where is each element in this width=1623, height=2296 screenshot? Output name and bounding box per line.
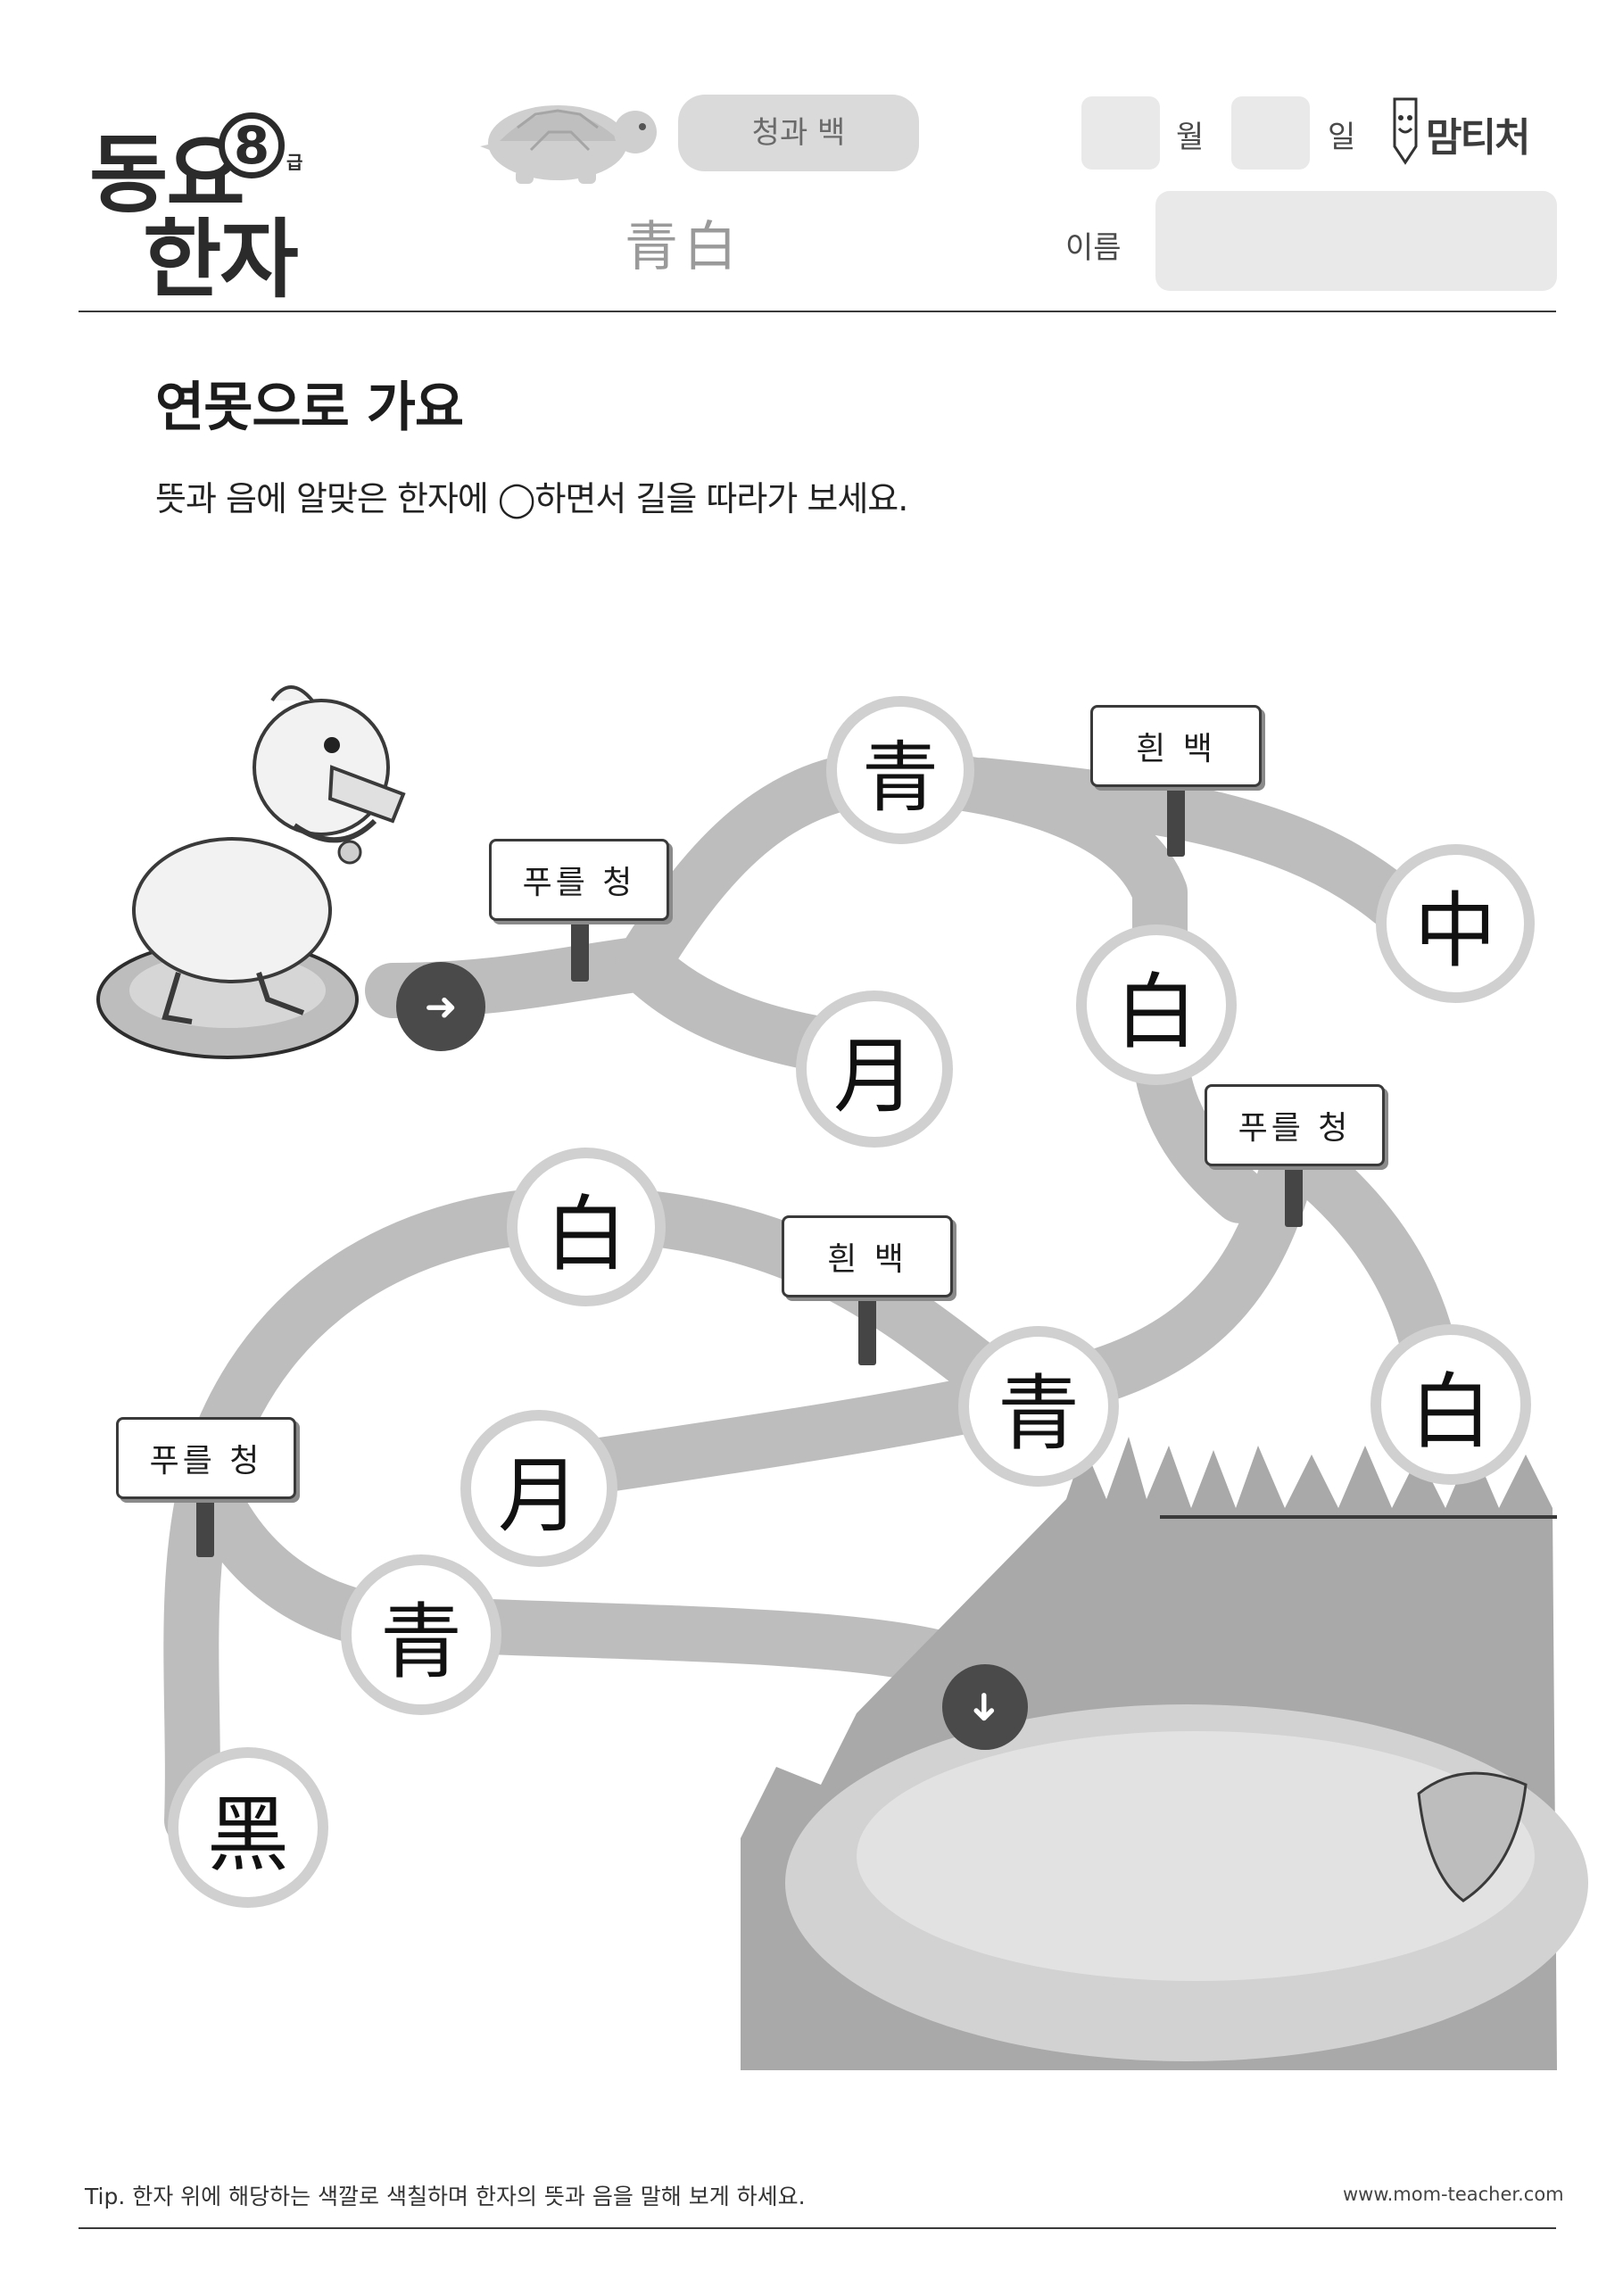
lesson-title-pill: 청과 백	[678, 95, 919, 171]
signpost-4: 흰 백	[782, 1215, 953, 1297]
hanja-node-8[interactable]: 月	[460, 1410, 617, 1567]
lesson-hanja: 青白	[625, 216, 742, 278]
hanja-node-2[interactable]: 月	[796, 991, 953, 1148]
grade-suffix: 급	[286, 152, 303, 173]
header-divider	[79, 311, 1556, 312]
hanja-node-9[interactable]: 青	[341, 1554, 501, 1715]
sign-post-3	[1285, 1160, 1303, 1227]
duck-illustration	[96, 685, 406, 1059]
signpost-5: 푸를 청	[116, 1417, 296, 1499]
name-label: 이름	[1065, 230, 1122, 266]
hanja-node-7[interactable]: 青	[958, 1326, 1119, 1487]
sign-post-2	[1167, 785, 1185, 857]
site-url: www.mom-teacher.com	[1343, 2184, 1564, 2205]
brand-name: 맘티처	[1426, 115, 1530, 161]
hanja-node-6[interactable]: 白	[1370, 1324, 1531, 1485]
series-logo: 동요 한자 8 급	[89, 105, 321, 310]
signpost-1: 푸를 청	[489, 839, 669, 921]
signpost-3: 푸를 청	[1205, 1084, 1385, 1166]
sign-post-5	[196, 1490, 214, 1557]
month-field[interactable]	[1081, 96, 1160, 170]
hanja-node-5[interactable]: 白	[507, 1148, 666, 1306]
sign-post-1	[571, 919, 589, 982]
activity-title: 연못으로 가요	[155, 377, 464, 439]
hanja-node-4[interactable]: 中	[1376, 844, 1535, 1003]
turtle-icon	[480, 105, 657, 184]
hanja-node-10[interactable]: 黑	[168, 1747, 328, 1908]
hanja-node-1[interactable]: 青	[826, 696, 974, 844]
sign-post-4	[858, 1294, 876, 1365]
signpost-2: 흰 백	[1090, 705, 1262, 787]
lesson-title: 청과 백	[751, 115, 846, 151]
footer-divider	[79, 2227, 1556, 2229]
pond-illustration	[741, 1437, 1588, 2070]
activity-instruction: 뜻과 음에 알맞은 한자에 ◯하면서 길을 따라가 보세요.	[155, 479, 908, 518]
day-label: 일	[1328, 120, 1356, 155]
end-arrow-icon: ➜	[942, 1664, 1028, 1750]
pencil-mascot-icon	[1393, 97, 1418, 165]
name-field[interactable]	[1155, 191, 1557, 291]
logo-line-2: 한자	[143, 210, 299, 310]
hanja-node-3[interactable]: 白	[1076, 924, 1237, 1085]
day-field[interactable]	[1231, 96, 1310, 170]
grade-badge: 8	[219, 112, 285, 178]
path-to-middle	[954, 758, 1420, 929]
month-label: 월	[1176, 120, 1205, 155]
start-arrow-icon: ➜	[396, 962, 485, 1051]
grade-number: 8	[233, 115, 270, 176]
tip-text: Tip. 한자 위에 해당하는 색깔로 색칠하며 한자의 뜻과 음을 말해 보게…	[85, 2184, 806, 2209]
